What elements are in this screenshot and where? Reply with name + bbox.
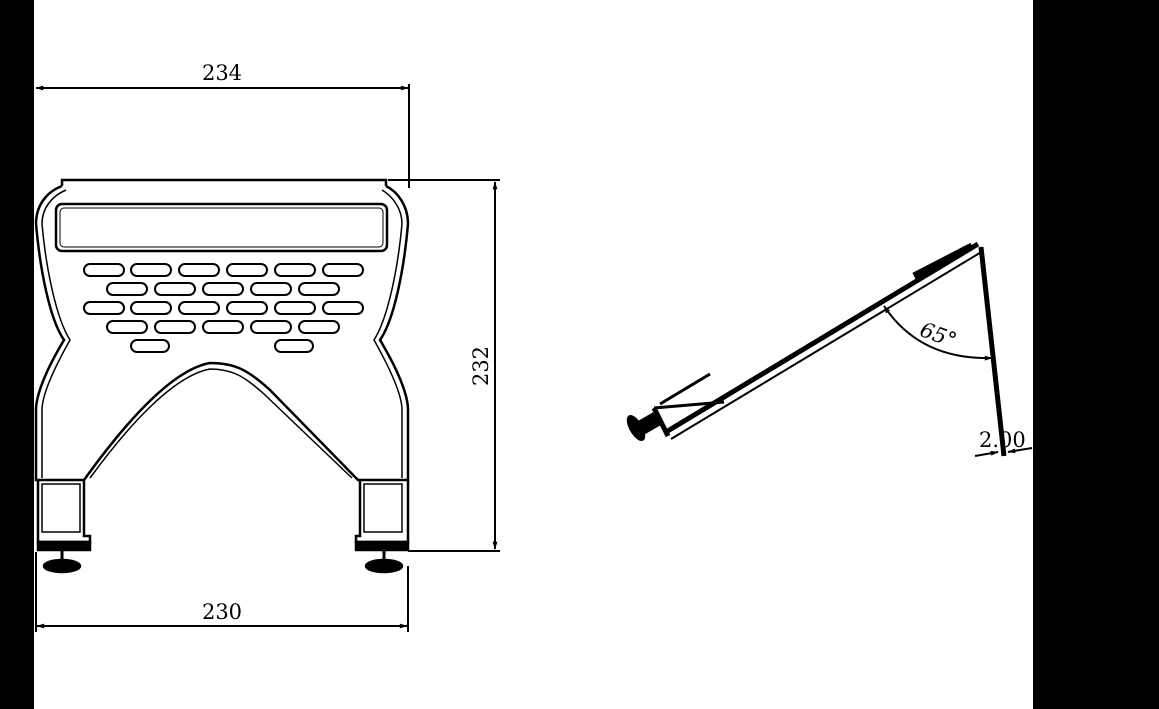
angle-dimension — [883, 305, 993, 361]
vent-holes — [83, 263, 364, 353]
angle-dimension-label: 65° — [917, 317, 960, 352]
stand-top-slot — [54, 202, 389, 253]
thickness-dimension-label: 2.00 — [979, 428, 1026, 452]
stand-body-inner-line — [41, 189, 403, 478]
stand-inner-arch — [89, 368, 353, 479]
right-black-border — [1033, 0, 1159, 709]
stand-top-lip — [60, 178, 388, 186]
dimension-bottom-width-label: 230 — [202, 600, 242, 624]
dimension-height — [388, 179, 500, 552]
dimension-bottom-width — [35, 552, 409, 632]
left-black-border — [0, 0, 34, 709]
dimension-top-width-label: 234 — [202, 61, 242, 85]
right-clamp — [354, 480, 410, 574]
stand-body-outline — [34, 184, 410, 482]
dimension-height-label: 232 — [469, 346, 493, 386]
left-clamp — [36, 480, 92, 574]
thickness-dimension — [974, 447, 1033, 457]
dimension-top-width — [35, 84, 410, 188]
front-view — [34, 178, 410, 482]
side-view — [626, 241, 1007, 457]
